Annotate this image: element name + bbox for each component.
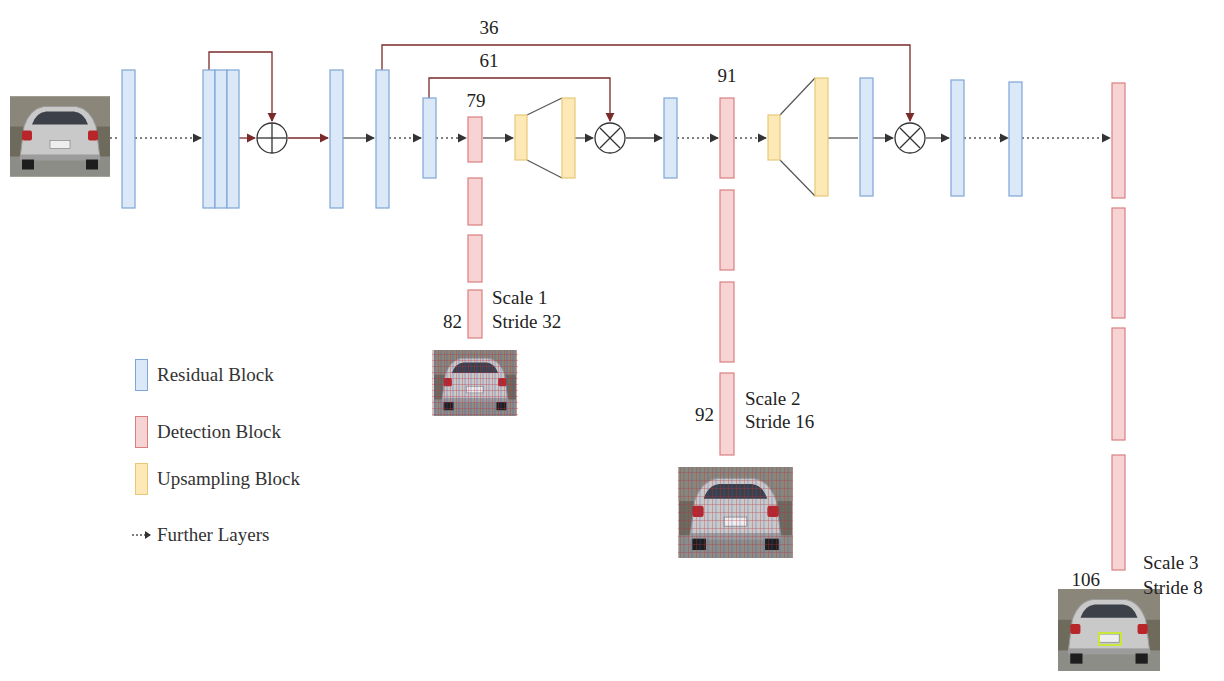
legend-line-sample: [132, 529, 152, 541]
stride-label: Stride 8: [1143, 577, 1203, 599]
skip-number: 36: [480, 17, 499, 39]
legend-text: Further Layers: [157, 524, 269, 546]
legend-text: Upsampling Block: [157, 468, 300, 490]
legend-swatch: [135, 463, 148, 495]
layer-number: 92: [695, 404, 714, 426]
layer-number: 82: [443, 311, 462, 333]
legend-swatch: [135, 359, 148, 391]
scale-label: Scale 1: [492, 287, 547, 309]
stride-label: Stride 32: [492, 311, 561, 333]
skip-number: 61: [480, 50, 499, 72]
layer-number: 106: [1072, 569, 1101, 591]
layer-number: 91: [718, 65, 737, 87]
legend-swatch: [135, 416, 148, 448]
layer-number: 79: [467, 90, 486, 112]
stride-label: Stride 16: [745, 411, 814, 433]
legend-text: Residual Block: [157, 364, 274, 386]
legend-text: Detection Block: [157, 421, 281, 443]
scale-label: Scale 2: [745, 388, 800, 410]
scale-label: Scale 3: [1143, 552, 1198, 574]
